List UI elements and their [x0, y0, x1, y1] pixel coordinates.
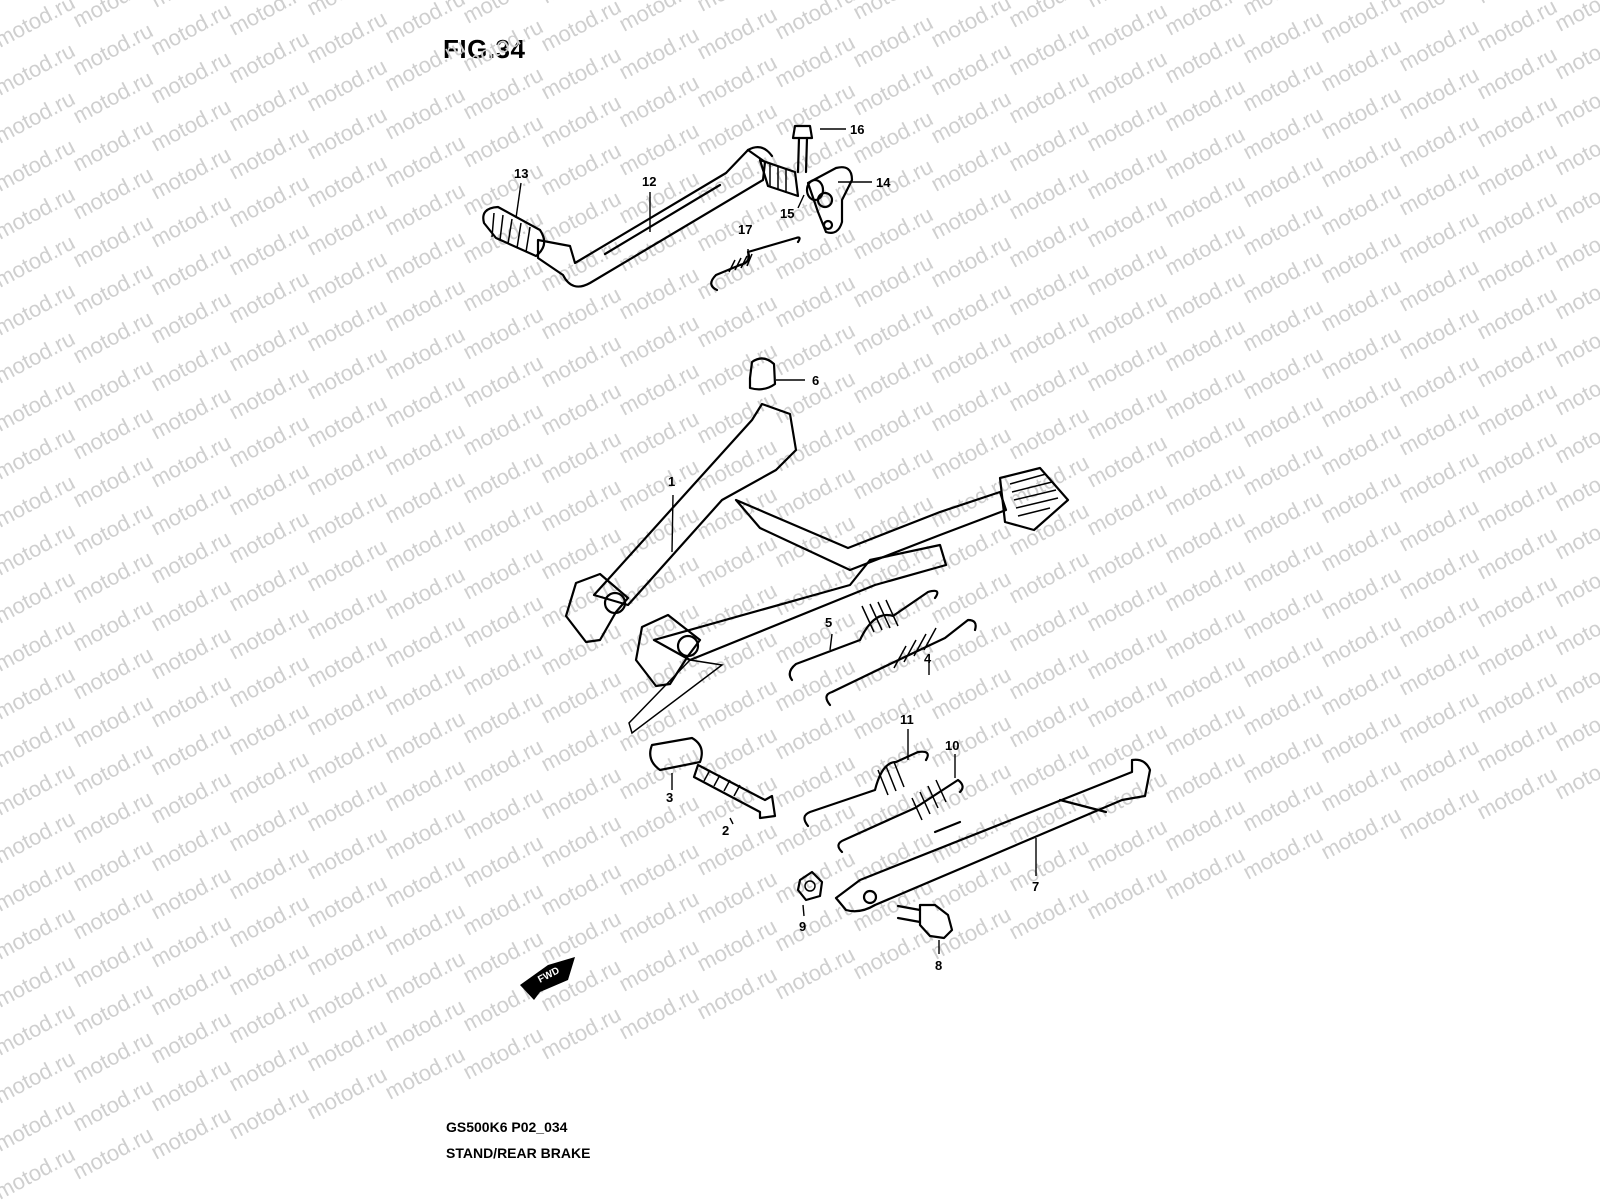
callout-9: 9 — [799, 919, 806, 934]
watermark-text: motod.ru — [1551, 214, 1600, 277]
callouts: 1 2 3 4 5 6 7 8 9 10 11 12 13 14 15 16 1… — [514, 122, 1039, 973]
callout-16: 16 — [850, 122, 864, 137]
callout-4: 4 — [924, 651, 932, 666]
watermark-text: motod.ru — [1551, 454, 1600, 517]
callout-12: 12 — [642, 174, 656, 189]
watermark-text: motod.ru — [1551, 166, 1600, 229]
callout-14: 14 — [876, 175, 891, 190]
watermark-text: motod.ru — [1551, 358, 1600, 421]
watermark-text: motod.ru — [1551, 646, 1600, 709]
callout-11: 11 — [900, 712, 914, 727]
callout-2: 2 — [722, 823, 729, 838]
center-stand-assembly — [564, 357, 1070, 820]
watermark-text: motod.ru — [1551, 22, 1600, 85]
leader-lines — [515, 128, 1037, 954]
callout-13: 13 — [514, 166, 528, 181]
diagram-name: STAND/REAR BRAKE — [446, 1145, 591, 1161]
watermark-text: motod.ru — [1551, 0, 1600, 36]
watermark-text: motod.ru — [1551, 70, 1600, 133]
watermark-text: motod.ru — [1551, 310, 1600, 373]
watermark-text: motod.ru — [1551, 118, 1600, 181]
side-stand-assembly — [796, 750, 1152, 940]
diagram-code: GS500K6 P02_034 — [446, 1119, 568, 1135]
watermark-text: motod.ru — [1551, 694, 1600, 757]
callout-17: 17 — [738, 222, 752, 237]
figure-title: FIG.34 — [443, 34, 526, 64]
callout-5: 5 — [825, 615, 832, 630]
forward-direction-badge: FWD — [520, 957, 575, 1000]
callout-7: 7 — [1032, 879, 1039, 894]
callout-1: 1 — [668, 474, 675, 489]
callout-10: 10 — [945, 738, 959, 753]
watermark-text: motod.ru — [1551, 598, 1600, 661]
callout-8: 8 — [935, 958, 942, 973]
watermark-text: motod.ru — [1551, 742, 1600, 805]
callout-6: 6 — [812, 373, 819, 388]
watermark-text: motod.ru — [1551, 406, 1600, 469]
callout-3: 3 — [666, 790, 673, 805]
watermark-text: motod.ru — [1551, 262, 1600, 325]
watermark-text: motod.ru — [1551, 550, 1600, 613]
shift-lever-assembly — [482, 124, 854, 292]
watermark-text: motod.ru — [1551, 502, 1600, 565]
callout-15: 15 — [780, 206, 794, 221]
